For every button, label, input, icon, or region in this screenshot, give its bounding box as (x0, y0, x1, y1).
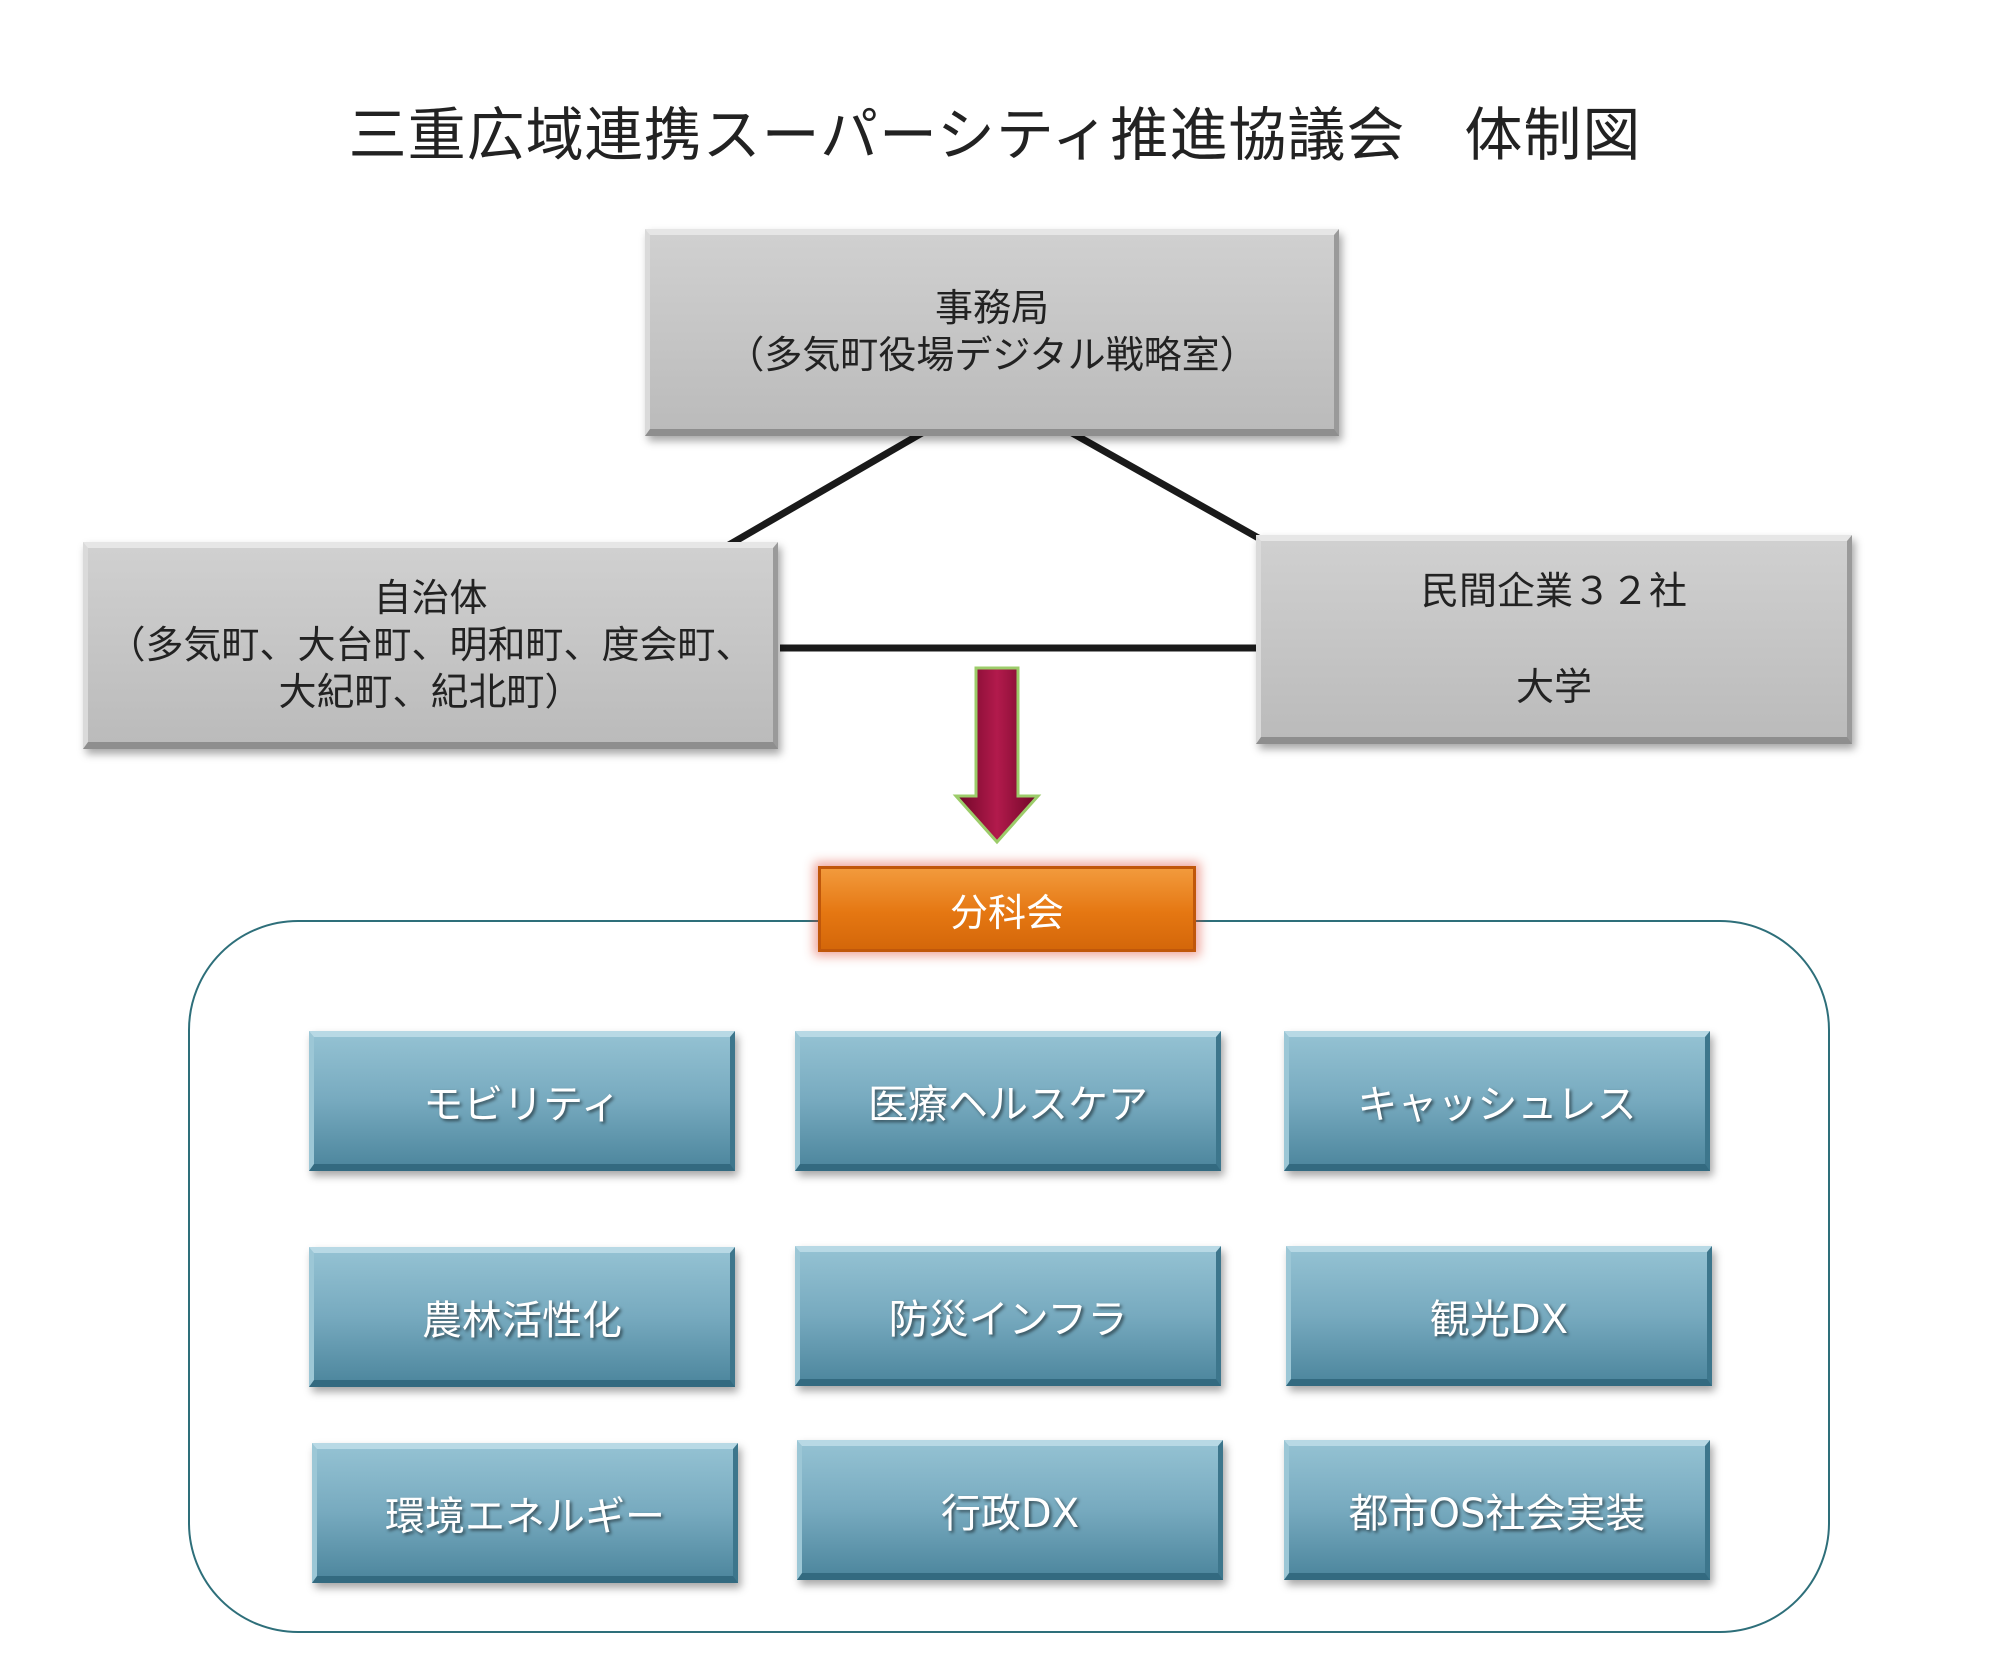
secretariat-title: 事務局 (934, 286, 1049, 330)
partners-spacer (1548, 615, 1560, 663)
line-secretariat-partners (1070, 429, 1264, 544)
partners-box: 民間企業３２社 大学 (1256, 535, 1852, 744)
line-secretariat-municipalities (725, 429, 924, 550)
municipalities-title: 自治体 (373, 575, 488, 620)
subcommittee-urban-os: 都市OS社会実装 (1284, 1440, 1710, 1580)
secretariat-detail: （多気町役場デジタル戦略室） (726, 333, 1258, 377)
subcommittee-agriculture-forestry: 農林活性化 (309, 1247, 735, 1387)
municipalities-detail-2: 大紀町、紀北町） (278, 669, 583, 714)
municipalities-box: 自治体 （多気町、大台町、明和町、度会町、 大紀町、紀北町） (83, 542, 778, 749)
secretariat-box: 事務局 （多気町役場デジタル戦略室） (645, 229, 1339, 436)
municipalities-detail-1: （多気町、大台町、明和町、度会町、 (107, 622, 754, 667)
subcommittee-tourism-dx: 観光DX (1286, 1246, 1712, 1386)
subcommittee-mobility: モビリティ (309, 1031, 735, 1171)
subcommittee-healthcare: 医療ヘルスケア (795, 1031, 1221, 1171)
subcommittee-header: 分科会 (818, 866, 1196, 952)
diagram-title: 三重広域連携スーパーシティ推進協議会 体制図 (348, 101, 1642, 169)
subcommittee-administration-dx: 行政DX (797, 1440, 1223, 1580)
subcommittee-disaster-infrastructure: 防災インフラ (795, 1246, 1221, 1386)
subcommittee-environment-energy: 環境エネルギー (312, 1443, 738, 1583)
partners-university: 大学 (1515, 665, 1592, 709)
partners-companies: 民間企業３２社 (1420, 569, 1687, 613)
down-arrow-icon (952, 666, 1042, 845)
subcommittee-cashless: キャッシュレス (1284, 1031, 1710, 1171)
